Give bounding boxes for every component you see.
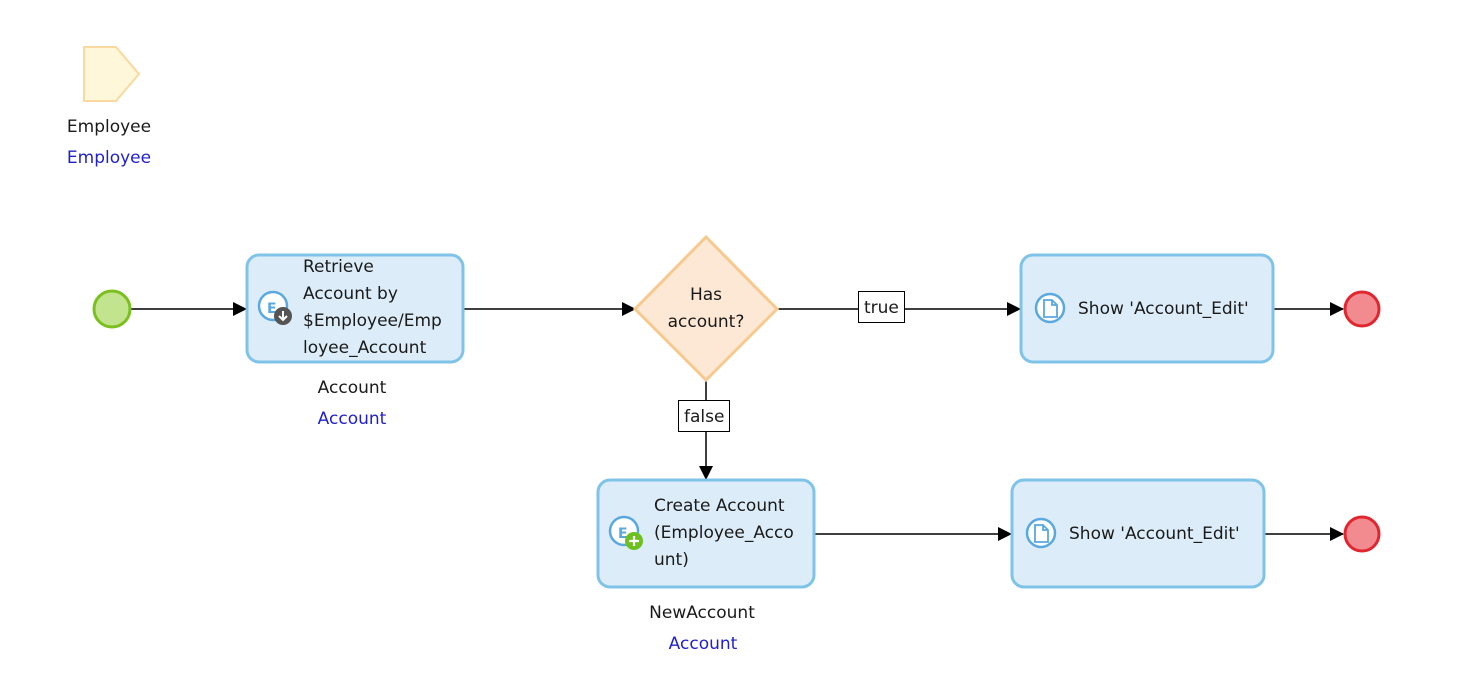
page-icon: [1025, 517, 1057, 549]
show-page-bottom-text: Show 'Account_Edit': [1069, 524, 1240, 544]
parameter-shape[interactable]: [83, 46, 141, 102]
svg-text:E: E: [267, 301, 277, 317]
create-object-icon: E: [608, 515, 643, 550]
start-event[interactable]: [92, 289, 132, 329]
create-output-name: NewAccount: [649, 603, 755, 623]
retrieve-text-line: Retrieve: [303, 257, 374, 277]
show-page-activity-top-box[interactable]: [1019, 253, 1275, 364]
create-activity-box[interactable]: [596, 478, 816, 589]
create-text-line: (Employee_Acco: [654, 523, 794, 543]
show-page-activity-bottom-box[interactable]: [1010, 478, 1266, 589]
decision-text-line: Has: [689, 285, 723, 305]
retrieve-text-line: $Employee/Emp: [303, 311, 442, 331]
retrieve-text-line: loyee_Account: [303, 338, 427, 358]
create-text-line: unt): [654, 550, 689, 570]
decision-text-line: account?: [667, 312, 745, 332]
retrieve-output-name: Account: [317, 378, 387, 398]
retrieve-text-line: Account by: [303, 284, 398, 304]
svg-text:E: E: [618, 526, 628, 542]
end-event-top[interactable]: [1343, 290, 1381, 328]
end-event-bottom[interactable]: [1343, 515, 1381, 553]
retrieve-object-icon: E: [257, 290, 292, 325]
flow-label-true[interactable]: true: [858, 291, 905, 323]
decision-shape[interactable]: [632, 234, 780, 383]
create-activity-text: Create Account (Employee_Acco unt): [654, 493, 794, 574]
decision-text: Has account?: [668, 282, 745, 336]
parameter-type: Employee: [66, 148, 152, 168]
create-output-type: Account: [668, 634, 738, 654]
retrieve-activity-box[interactable]: [245, 253, 465, 364]
page-icon: [1034, 292, 1066, 324]
retrieve-output-type: Account: [317, 409, 387, 429]
flow-label-false[interactable]: false: [678, 400, 731, 432]
create-text-line: Create Account: [654, 496, 785, 516]
show-page-top-text: Show 'Account_Edit': [1078, 299, 1249, 319]
parameter-name: Employee: [66, 117, 152, 137]
retrieve-activity-text: Retrieve Account by $Employee/Emp loyee_…: [303, 254, 442, 362]
